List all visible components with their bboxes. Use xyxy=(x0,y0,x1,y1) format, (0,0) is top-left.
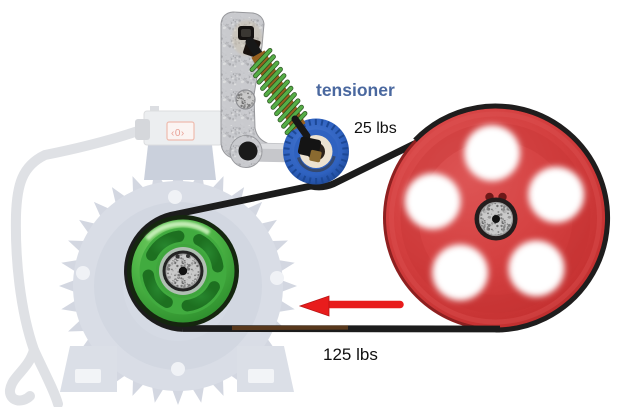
svg-text:125 lbs: 125 lbs xyxy=(323,345,378,364)
svg-text:‹0›: ‹0› xyxy=(171,128,185,139)
svg-text:tensioner: tensioner xyxy=(316,80,395,100)
svg-text:25 lbs: 25 lbs xyxy=(354,120,397,137)
